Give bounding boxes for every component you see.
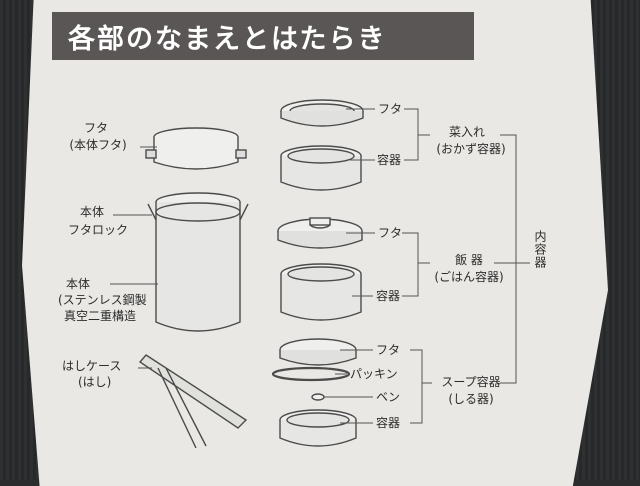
main-lid-label: フタ <box>83 121 108 135</box>
chopstick-case-sublabel: (はし) <box>78 375 112 389</box>
soup-group-title: スープ容器 <box>441 375 501 389</box>
soup-lid-label: フタ <box>376 343 401 357</box>
valve-label: ベン <box>376 390 401 404</box>
main-lid-sublabel: (本体フタ) <box>69 138 127 152</box>
main-body-sub1: (ステンレス鋼製 <box>58 293 147 307</box>
rice-lid-drawing <box>277 217 363 249</box>
main-body-sub2: 真空二重構造 <box>64 309 137 323</box>
chopstick-case-label: はしケース <box>62 359 122 373</box>
rice-group-sub: (ごはん容器) <box>434 270 504 284</box>
main-lid-drawing <box>145 127 247 170</box>
lock-label: フタロック <box>68 223 129 237</box>
side-dish-lid-label: フタ <box>378 102 403 116</box>
page-title-text: 各部のなまえとはたらき <box>68 23 387 55</box>
soup-lid-drawing <box>279 338 357 366</box>
chopstick-case-drawing <box>138 354 248 449</box>
side-dish-group-sub: (おかず容器) <box>436 142 506 156</box>
side-dish-lid-drawing <box>280 99 364 127</box>
side-dish-group-title: 菜入れ <box>448 125 485 139</box>
page-title: 各部のなまえとはたらき <box>52 12 474 60</box>
main-body-label: 本体 <box>66 277 91 291</box>
side-dish-container-drawing <box>280 145 362 191</box>
rice-lid-label: フタ <box>378 226 403 240</box>
packing-label: パッキン <box>350 367 398 381</box>
rice-group-title: 飯 器 <box>455 253 483 267</box>
inner-container-label: 内容器 <box>533 230 547 269</box>
leader-lines <box>110 108 530 424</box>
body-label: 本体 <box>80 205 105 219</box>
rice-container-label: 容器 <box>376 289 401 303</box>
rice-container-drawing <box>280 263 362 321</box>
side-dish-container-label: 容器 <box>377 153 402 167</box>
soup-container-label: 容器 <box>376 416 401 430</box>
valve-drawing <box>311 393 325 401</box>
packing-drawing <box>271 366 351 382</box>
soup-container-drawing <box>279 409 357 447</box>
main-body-drawing <box>147 192 249 332</box>
soup-group-sub: (しる器) <box>448 392 494 406</box>
